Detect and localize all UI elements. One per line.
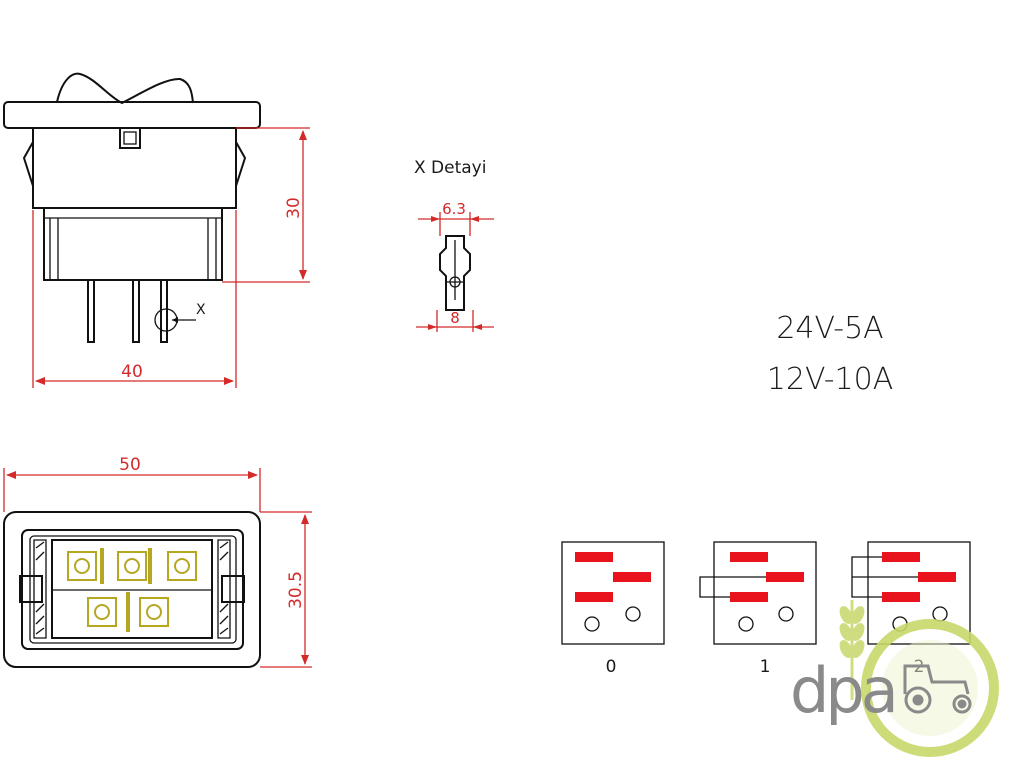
- contact-bar: [613, 572, 651, 582]
- terminal-tab: [439, 235, 471, 311]
- contact-bar: [575, 552, 613, 562]
- side-height-label: 30: [284, 197, 304, 219]
- front-bezel-outer: [3, 511, 261, 668]
- contact-bar: [882, 592, 920, 602]
- contact-bar: [730, 552, 768, 562]
- dpa-logo: dpa: [790, 600, 999, 757]
- bezel-flange: [3, 101, 261, 129]
- left-latch: [19, 575, 43, 603]
- front-height-label: 30.5: [286, 571, 306, 609]
- detail-x: X Detayi 6.3 8: [414, 158, 494, 332]
- right-latch: [221, 575, 245, 603]
- side-width-label: 40: [121, 362, 143, 382]
- detail-bottom-dim: 8: [450, 309, 460, 327]
- lower-housing: [43, 208, 223, 281]
- contact-bar: [730, 592, 768, 602]
- position-0-diagram: 0: [561, 541, 665, 677]
- detail-title: X Detayi: [414, 158, 486, 178]
- switch-body: [32, 127, 237, 209]
- rocker-actuator: [56, 72, 194, 105]
- contact-bar: [918, 572, 956, 582]
- detail-marker-label: X: [196, 302, 206, 318]
- side-view: X 30 40: [3, 72, 310, 388]
- tractor-icon: [903, 664, 972, 714]
- contact-bar: [766, 572, 804, 582]
- position-1-diagram: 1: [699, 541, 817, 677]
- terminal-pins: [87, 280, 168, 343]
- detail-top-dim: 6.3: [442, 200, 466, 218]
- left-clip: [22, 141, 34, 187]
- led-window: [119, 127, 141, 149]
- position-1-label: 1: [760, 657, 771, 677]
- position-0-label: 0: [606, 657, 617, 677]
- rating-24v: 24V-5A: [776, 311, 883, 346]
- logo-text: dpa: [790, 654, 895, 727]
- contact-bar: [575, 592, 613, 602]
- wheat-icon: [839, 600, 865, 700]
- front-width-label: 50: [119, 455, 141, 475]
- contact-bar: [882, 552, 920, 562]
- rating-12v: 12V-10A: [767, 362, 893, 397]
- front-terminals: [67, 548, 197, 632]
- right-clip: [235, 141, 247, 187]
- front-view: 50: [3, 455, 312, 668]
